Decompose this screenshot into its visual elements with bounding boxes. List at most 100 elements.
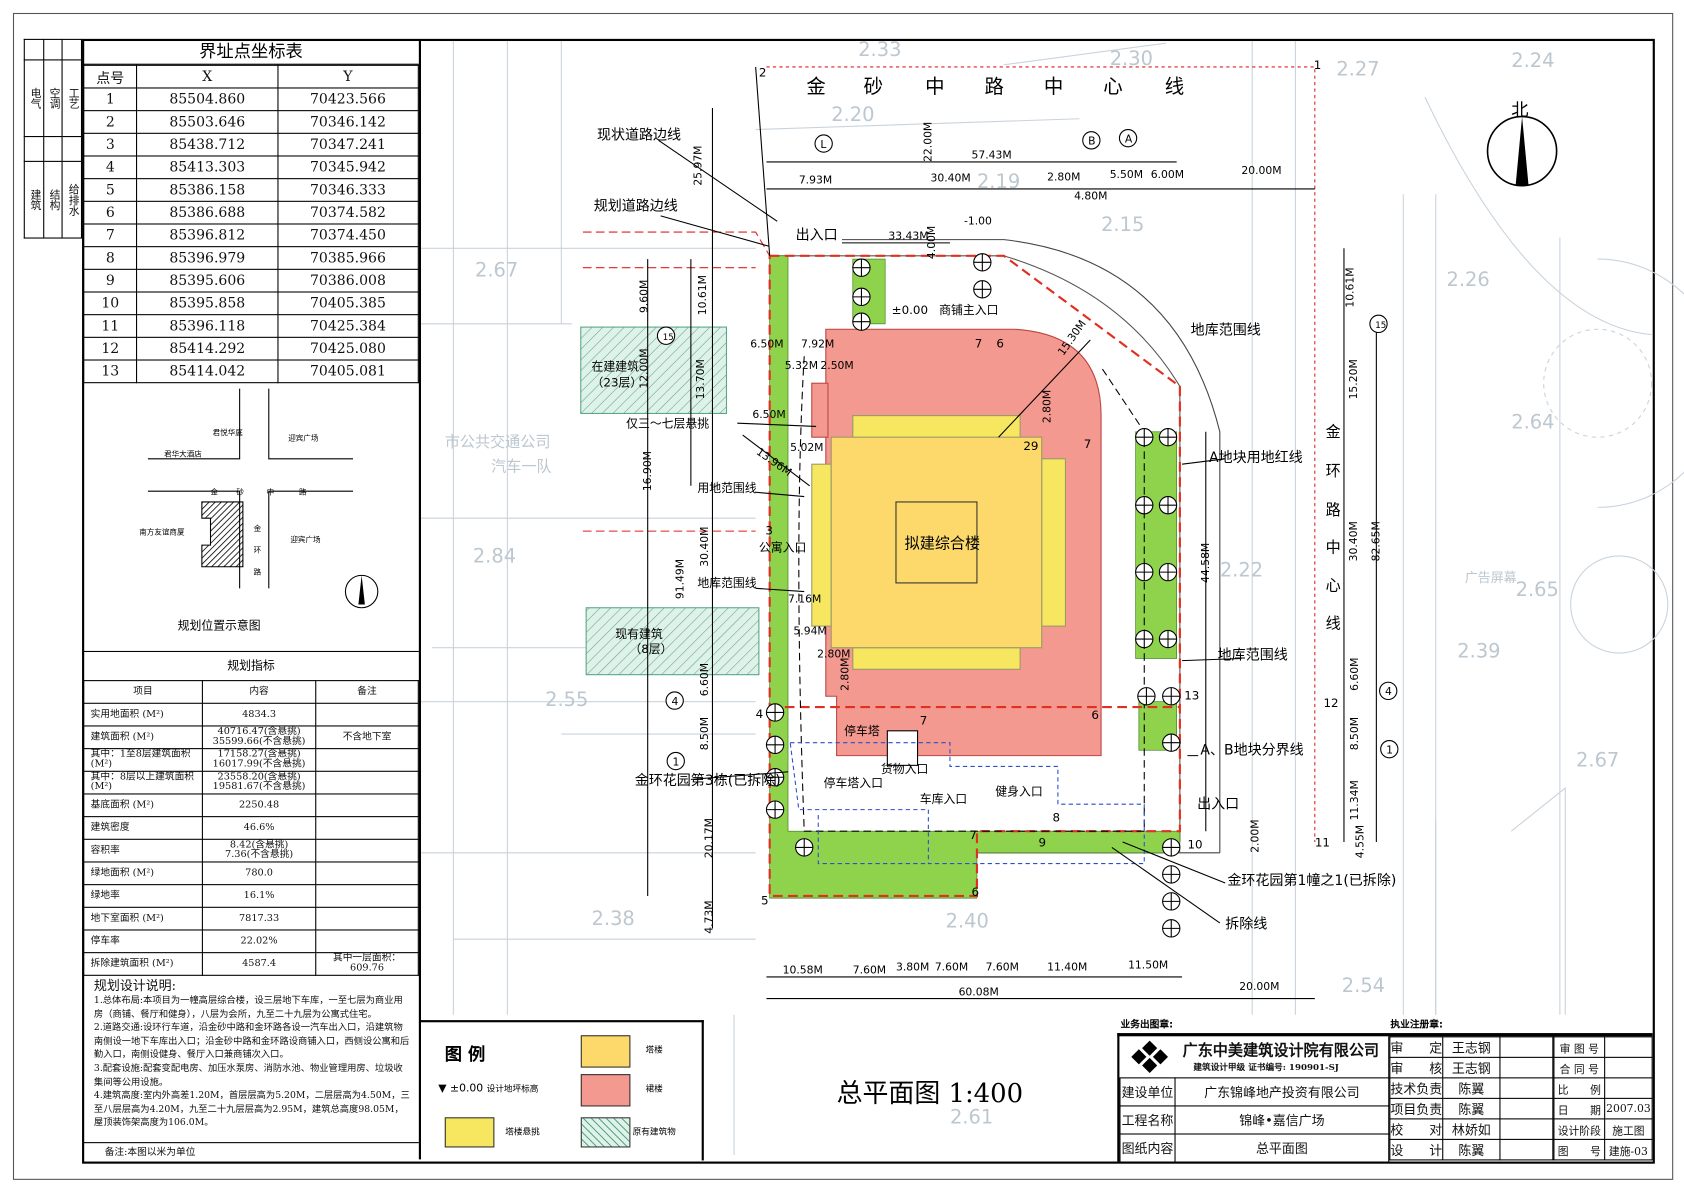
- background-label: 2.20: [831, 103, 874, 126]
- tree-icon-cross: [1162, 865, 1180, 884]
- background-label: 2.38: [592, 907, 635, 930]
- plan-label: 5.02M: [790, 441, 823, 454]
- info-label: 日 期: [1553, 1097, 1606, 1120]
- legend-title: 图 例: [444, 1043, 486, 1065]
- legend-label: 塔楼: [645, 1044, 663, 1055]
- plan-label: 12.00M: [638, 348, 651, 388]
- background-label: 2.30: [1110, 47, 1153, 70]
- tree-icon-cross: [1135, 630, 1153, 648]
- plan-label: 11.40M: [1047, 960, 1087, 973]
- signer-role: 技术负责: [1389, 1077, 1444, 1099]
- field-label: 工程名称: [1119, 1105, 1176, 1135]
- indicator-cell: [315, 748, 419, 772]
- indicator-cell: 4587.4: [201, 952, 317, 976]
- axis-bubble: [1082, 131, 1101, 150]
- plan-label: 11: [1315, 835, 1330, 849]
- road-edge: [268, 388, 353, 460]
- coord-cell: 85414.292: [136, 336, 279, 361]
- indicator-cell: [315, 793, 419, 818]
- plan-label: 7.16M: [788, 592, 821, 605]
- legend-elevation: ▼ ±0.00 设计地坪标高: [438, 1083, 538, 1095]
- plan-label: （23层）: [592, 375, 643, 389]
- north-arrow-icon: [344, 574, 379, 609]
- coord-cell: 85413.303: [136, 155, 279, 180]
- sketch-label: 金: [254, 523, 262, 533]
- company-cell: 广东中美建筑设计院有限公司 建筑设计甲级 证书编号: 190901-SJ: [1119, 1036, 1390, 1079]
- signer-name: 陈翼: [1442, 1097, 1501, 1120]
- coord-cell: 70386.008: [277, 268, 419, 293]
- background-label: 2.33: [858, 38, 901, 61]
- indicator-cell: 40716.47(含悬挑) 35599.66(不含悬挑): [201, 725, 317, 750]
- coord-table-title: 界址点坐标表: [83, 40, 419, 65]
- axis-bubble: [666, 751, 685, 771]
- road-edge-line: [769, 255, 1181, 843]
- background-label: 2.67: [1576, 748, 1619, 771]
- tower-overhang-north: [852, 415, 1021, 440]
- background-label: 2.54: [1342, 974, 1385, 997]
- basement-boundary: [798, 356, 1145, 832]
- legend-label: 原有建筑物: [632, 1126, 676, 1137]
- axis-label: B: [1088, 135, 1095, 148]
- indicator-cell: 2250.48: [201, 793, 317, 818]
- tree-icon-cross: [795, 838, 813, 857]
- info-row: 比 例: [1553, 1077, 1653, 1099]
- signer-role: 设 计: [1389, 1138, 1444, 1161]
- background-label: 2.84: [473, 544, 516, 567]
- background-label: 2.55: [545, 688, 588, 711]
- background-label: 2.65: [1516, 578, 1559, 601]
- tree-icon-cross: [766, 800, 784, 819]
- coord-cell: 70425.384: [277, 314, 419, 338]
- plan-label: 1: [1314, 58, 1322, 72]
- tree-icon-cross: [852, 288, 871, 306]
- legend-swatch-existing: [580, 1117, 631, 1148]
- tree-icon-cross: [852, 313, 871, 331]
- coord-cell: 9: [83, 268, 138, 293]
- tree-icon-cross: [1135, 563, 1153, 581]
- info-row: 审 图 号: [1553, 1036, 1653, 1058]
- plan-label: 金: [1326, 423, 1341, 441]
- axis-label: 1: [673, 755, 680, 768]
- title-block: 广东中美建筑设计院有限公司 建筑设计甲级 证书编号: 190901-SJ 建设单…: [1117, 1033, 1653, 1163]
- coord-cell: 85395.858: [136, 291, 279, 316]
- indicator-row: 基底面积 (M²)2250.48: [83, 793, 419, 818]
- plan-label: 7.60M: [935, 960, 968, 973]
- axis-label: 1: [1386, 743, 1393, 756]
- plan-label: 10: [1187, 837, 1202, 851]
- plan-label: 仅三～七层悬挑: [626, 416, 709, 430]
- axis-bubble: [656, 326, 676, 345]
- plan-label: 中: [925, 75, 944, 98]
- coord-header: 点号: [83, 64, 138, 89]
- tree-icon-cross: [1159, 496, 1177, 514]
- plan-label: 7.60M: [853, 964, 886, 977]
- plan-label: 20.00M: [1239, 980, 1279, 993]
- plan-label: 30.40M: [698, 527, 711, 567]
- tree-icon-cross: [1159, 630, 1177, 648]
- legend-swatch-podium: [580, 1074, 631, 1107]
- company-name: 广东中美建筑设计院有限公司: [1182, 1042, 1380, 1061]
- plan-label: 拆除线: [1225, 916, 1267, 932]
- coord-cell: 85504.860: [136, 87, 279, 112]
- background-label: 2.64: [1511, 411, 1554, 434]
- sketch-label: 迎宾广场: [290, 534, 321, 544]
- plan-label: 金: [806, 75, 825, 98]
- location-sketch: 君悦华庭迎宾广场君华大酒店金砂中路南方友谊商厦迎宾广场金环路 规划位置示意图: [83, 388, 419, 653]
- signer-role: 审 定: [1389, 1036, 1444, 1058]
- sketch-label: 南方友谊商厦: [139, 526, 185, 536]
- signer-role: 校 对: [1389, 1118, 1444, 1140]
- coord-cell: 70346.333: [277, 178, 419, 202]
- info-label: 图 号: [1553, 1138, 1606, 1161]
- parking-tower: [886, 730, 919, 766]
- signature-cell: [1499, 1097, 1554, 1120]
- plan-label: ±0.00: [892, 303, 928, 317]
- coord-cell: 70346.142: [277, 110, 419, 134]
- plan-label: 7: [920, 713, 928, 727]
- plan-label: 拟建综合楼: [905, 534, 981, 552]
- plan-label: 2.80M: [838, 658, 851, 691]
